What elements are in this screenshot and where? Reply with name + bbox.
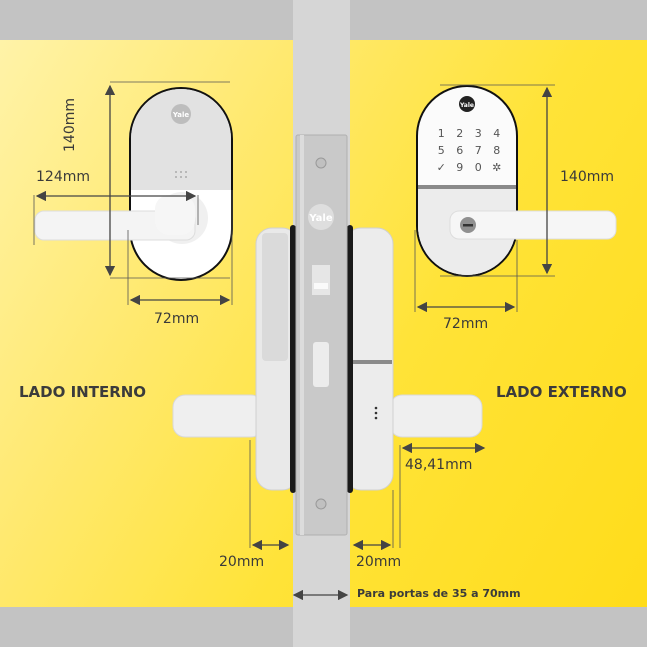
external-height-label: 140mm <box>560 169 614 185</box>
key-1: 1 <box>437 127 445 140</box>
left-offset-label: 20mm <box>219 554 265 570</box>
key-6: 6 <box>456 144 464 157</box>
svg-text:Yale: Yale <box>308 213 332 224</box>
external-side-label: LADO EXTERNO <box>496 383 627 401</box>
right-offset-label: 20mm <box>356 554 402 570</box>
key-8: 8 <box>493 144 501 157</box>
internal-width-label: 72mm <box>154 311 200 327</box>
svg-text:Yale: Yale <box>172 111 190 119</box>
key-2: 2 <box>456 127 464 140</box>
internal-height-label: 140mm <box>62 98 78 152</box>
svg-text:Yale: Yale <box>459 102 474 109</box>
key-4: 4 <box>493 127 501 140</box>
key-0: 0 <box>474 161 482 174</box>
external-width-label: 72mm <box>443 316 489 332</box>
door-thickness-note: Para portas de 35 a 70mm <box>357 587 521 600</box>
check-icon: ✓ <box>436 161 446 174</box>
key-3: 3 <box>474 127 482 140</box>
key-5: 5 <box>437 144 445 157</box>
external-keypad: 1 2 3 4 5 6 7 8 ✓ 9 0 ✲ <box>432 127 506 174</box>
lever-projection-label: 48,41mm <box>405 457 473 473</box>
internal-side-label: LADO INTERNO <box>19 383 147 401</box>
gear-icon: ✲ <box>492 161 502 174</box>
central-assembly: Yale <box>172 134 483 536</box>
key-7: 7 <box>474 144 482 157</box>
internal-lever-length-label: 124mm <box>36 169 90 185</box>
key-9: 9 <box>456 161 464 174</box>
